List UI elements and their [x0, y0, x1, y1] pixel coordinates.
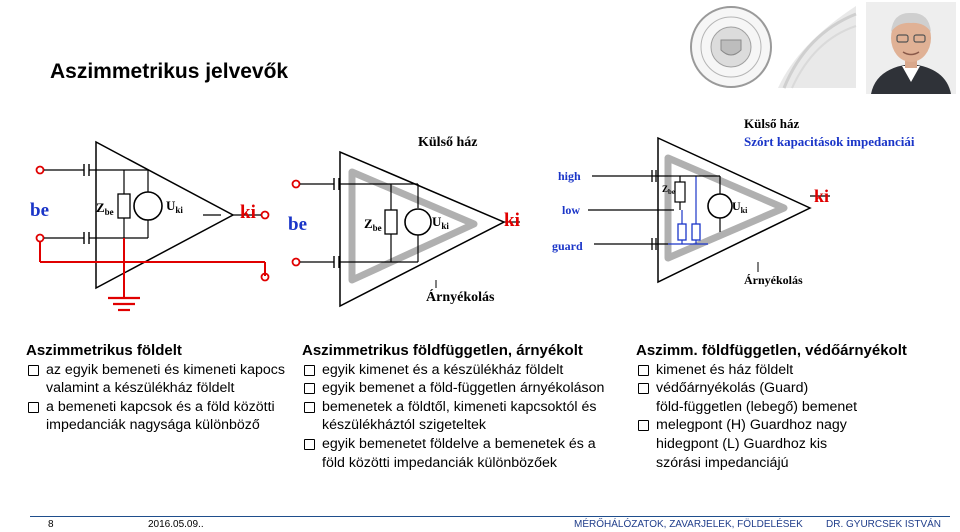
- checkbox-bullet-icon: [304, 383, 315, 395]
- university-seal-logo: [690, 6, 857, 89]
- list-item: az egyik bemeneti és kimeneti kapocs: [26, 361, 296, 380]
- zbe-label: Zbe: [364, 216, 382, 233]
- list-item-continuation: föld közötti impedanciák különbözőek: [322, 454, 558, 471]
- list-item: kimenet és ház földelt: [636, 361, 956, 380]
- arnyekolas-label: Árnyékolás: [744, 273, 803, 287]
- column-floating-guarded: Aszimm. földfüggetlen, védőárnyékolt kim…: [636, 342, 956, 472]
- resistor-zbe: [674, 181, 686, 203]
- list-item: egyik bemenet a föld-független árnyékolá…: [302, 379, 632, 398]
- input-terminal-bottom: [35, 233, 45, 243]
- list-item-continuation: készülékháztól szigeteltek: [322, 417, 487, 434]
- zbe-label: Zbe: [96, 200, 114, 217]
- guard-label: guard: [552, 239, 583, 253]
- checkbox-bullet-icon: [638, 364, 649, 376]
- list-item-continuation: szórási impedanciájú: [656, 454, 789, 471]
- checkbox-bullet-icon: [28, 401, 39, 413]
- checkbox-bullet-icon: [304, 438, 315, 450]
- list-item-continuation: valamint a készülékház földelt: [46, 380, 235, 397]
- output-label-ki: ki: [504, 210, 520, 231]
- list-item-continuation: impedanciák nagysága különböző: [46, 417, 260, 434]
- output-label-ki: ki: [240, 202, 256, 223]
- column-grounded: Aszimmetrikus földelt az egyik bemeneti …: [26, 342, 296, 435]
- column-heading: Aszimm. földfüggetlen, védőárnyékolt: [636, 342, 907, 359]
- high-label: high: [558, 169, 581, 183]
- person-portrait-icon: [866, 2, 956, 94]
- list-item: egyik bemenetet földelve a bemenetek és …: [302, 435, 632, 454]
- list-item: a bemeneti kapcsok és a föld közötti: [26, 398, 296, 417]
- input-label-be: be: [288, 214, 307, 235]
- input-terminal-top: [291, 179, 301, 189]
- list-item: védőárnyékolás (Guard): [636, 379, 956, 398]
- list-item-continuation: hidegpont (L) Guardhoz kis: [656, 435, 828, 452]
- arnyekolas-label: Árnyékolás: [426, 288, 495, 305]
- diagram-floating-guarded: Külső ház Szórt kapacitások impedanciái …: [552, 116, 915, 287]
- guard-shield-triangle: [664, 154, 788, 262]
- input-label-be: be: [30, 200, 49, 221]
- amplifier-triangle: [95, 140, 235, 290]
- checkbox-bullet-icon: [304, 364, 315, 376]
- footer-divider: [30, 516, 950, 517]
- page-number: 8: [48, 519, 54, 530]
- list-item: egyik kimenet és a készülékház földelt: [302, 361, 632, 380]
- checkbox-bullet-icon: [638, 420, 649, 432]
- uki-label: Uki: [732, 199, 748, 215]
- slide-date: 2016.05.09..: [148, 519, 204, 530]
- uki-label: Uki: [432, 214, 449, 231]
- list-item: bemenetek a földtől, kimeneti kapcsoktól…: [302, 398, 632, 417]
- output-label-ki: ki: [814, 186, 829, 206]
- list-item: melegpont (H) Guardhoz nagy: [636, 416, 956, 435]
- low-label: low: [562, 203, 580, 217]
- list-item-continuation: föld-független (lebegő) bemenet: [656, 398, 858, 415]
- column-heading: Aszimmetrikus földfüggetlen, árnyékolt: [302, 342, 583, 359]
- footer-course: MÉRŐHÁLÓZATOK, ZAVARJELEK, FÖLDELÉSEK: [574, 519, 803, 530]
- resistor-zbe: [117, 193, 131, 219]
- diagram-grounded-asymmetric: Zbe Uki be ki: [30, 140, 270, 312]
- kulso-haz-label: Külső ház: [418, 135, 478, 150]
- slide-title: Aszimmetrikus jelvevők: [50, 60, 289, 83]
- kulso-haz-label: Külső ház: [744, 116, 799, 131]
- input-terminal-top: [35, 165, 45, 175]
- szort-kapacitasok-label: Szórt kapacitások impedanciái: [744, 134, 915, 149]
- author-photo: [866, 2, 956, 94]
- voltage-source-uki: [133, 191, 163, 221]
- diagram-floating-shielded: Külső ház Zbe Uki be ki Árnyékolás: [288, 135, 520, 308]
- checkbox-bullet-icon: [638, 383, 649, 395]
- checkbox-bullet-icon: [304, 401, 315, 413]
- input-terminal-bottom: [291, 257, 301, 267]
- zbe-label: Zbe: [662, 184, 675, 196]
- output-terminal: [260, 210, 270, 220]
- resistor-zbe: [384, 209, 398, 235]
- checkbox-bullet-icon: [28, 364, 39, 376]
- footer-author: DR. GYURCSEK ISTVÁN: [826, 519, 942, 530]
- column-floating-shielded: Aszimmetrikus földfüggetlen, árnyékolt e…: [302, 342, 632, 472]
- uki-label: Uki: [166, 198, 183, 215]
- outer-housing-triangle: [339, 150, 506, 308]
- voltage-source-uki: [707, 193, 733, 219]
- column-heading: Aszimmetrikus földelt: [26, 342, 182, 359]
- shield-triangle: [348, 168, 478, 284]
- voltage-source-uki: [404, 208, 432, 236]
